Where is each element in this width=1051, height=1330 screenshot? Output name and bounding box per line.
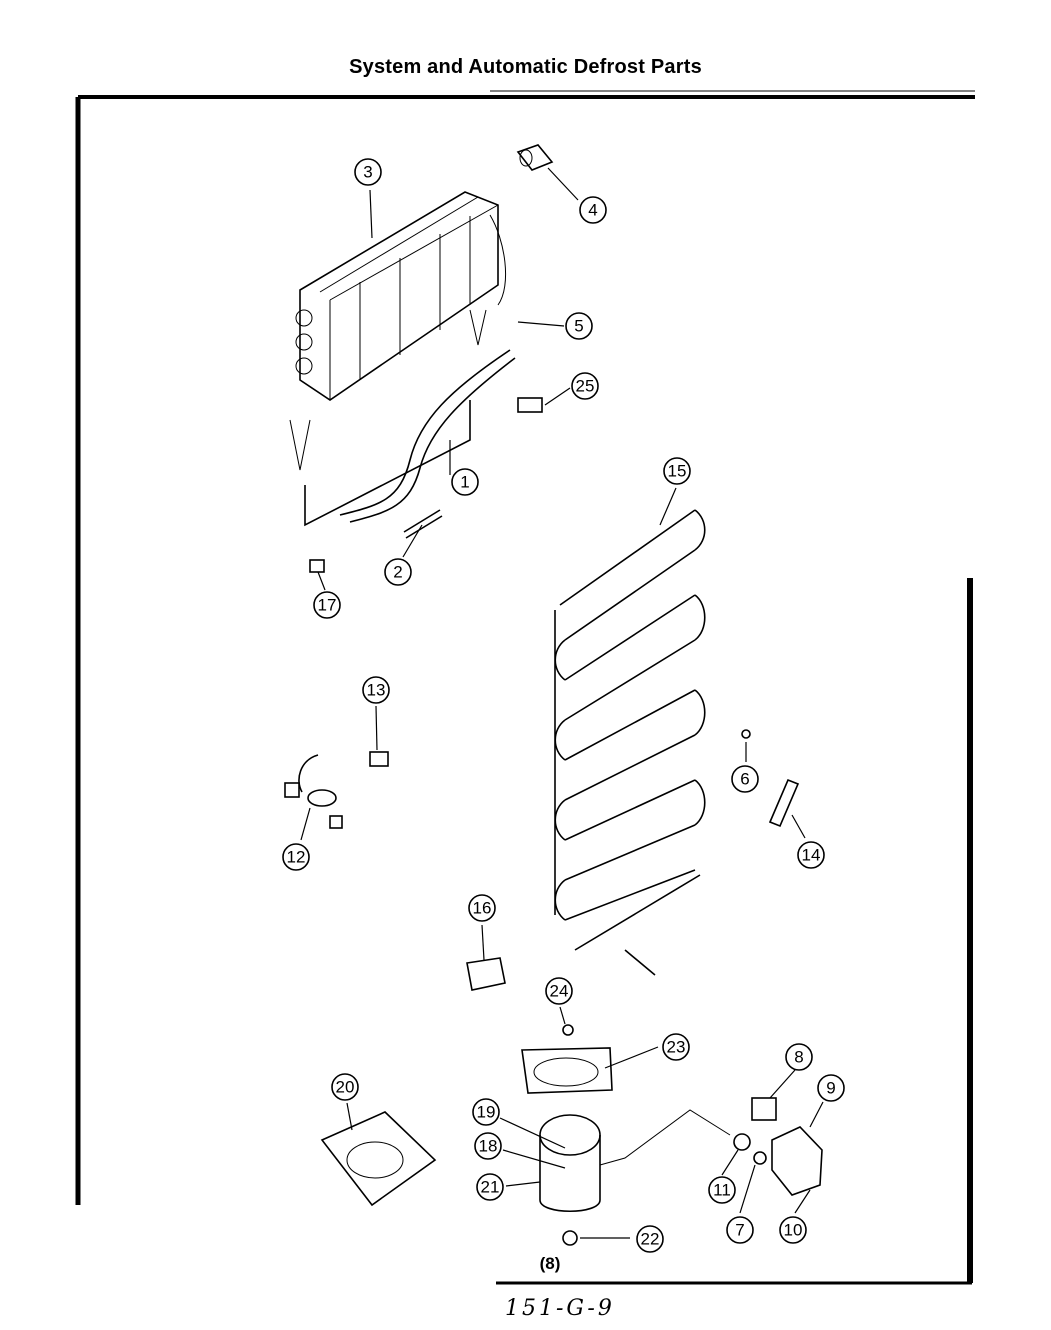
svg-text:1: 1 — [460, 473, 469, 492]
sensor-part — [403, 509, 443, 539]
callout-3: 3 — [354, 158, 382, 186]
retainer-part — [309, 559, 325, 573]
capacitor-part — [771, 1126, 823, 1196]
svg-text:23: 23 — [667, 1038, 686, 1057]
base-plate-part — [320, 1111, 437, 1207]
callout-8: 8 — [785, 1043, 813, 1071]
callout-20: 20 — [331, 1073, 359, 1101]
callout-21: 21 — [476, 1173, 504, 1201]
mounting-foot-part — [562, 1230, 578, 1246]
condenser-coil-part — [554, 509, 706, 976]
svg-text:19: 19 — [477, 1103, 496, 1122]
callout-23: 23 — [662, 1033, 690, 1061]
callout-18: 18 — [474, 1132, 502, 1160]
svg-text:15: 15 — [668, 462, 687, 481]
callout-6: 6 — [731, 765, 759, 793]
svg-text:12: 12 — [287, 848, 306, 867]
compressor-part — [539, 1109, 731, 1213]
defrost-heater-part — [289, 309, 516, 527]
callout-10: 10 — [779, 1216, 807, 1244]
callout-12: 12 — [282, 843, 310, 871]
svg-text:18: 18 — [479, 1137, 498, 1156]
relay-part — [733, 1097, 777, 1165]
svg-text:4: 4 — [588, 201, 597, 220]
evaporator-part — [295, 191, 507, 401]
svg-text:2: 2 — [393, 563, 402, 582]
svg-text:10: 10 — [784, 1221, 803, 1240]
grommet-part — [562, 1024, 574, 1036]
svg-text:3: 3 — [363, 163, 372, 182]
callout-24: 24 — [545, 977, 573, 1005]
document-code: 151-G-9 — [505, 1296, 615, 1321]
thermostat-part — [369, 751, 389, 767]
clip-part — [516, 144, 554, 171]
svg-text:25: 25 — [576, 377, 595, 396]
callout-19: 19 — [472, 1098, 500, 1126]
callout-13: 13 — [362, 676, 390, 704]
svg-text:6: 6 — [740, 770, 749, 789]
svg-text:9: 9 — [826, 1079, 835, 1098]
callout-4: 4 — [579, 196, 607, 224]
callout-11: 11 — [708, 1176, 736, 1204]
callout-14: 14 — [797, 841, 825, 869]
harness-part — [284, 754, 343, 829]
svg-text:11: 11 — [713, 1181, 731, 1200]
svg-text:8: 8 — [794, 1048, 803, 1067]
svg-text:16: 16 — [473, 899, 492, 918]
dryer-part — [768, 778, 800, 828]
callout-1: 1 — [451, 468, 479, 496]
svg-text:20: 20 — [336, 1078, 355, 1097]
page-number: (8) — [539, 1254, 561, 1273]
callout-22: 22 — [636, 1225, 664, 1253]
svg-text:5: 5 — [574, 317, 583, 336]
page-title: System and Automatic Defrost Parts — [349, 56, 702, 78]
callout-17: 17 — [313, 591, 341, 619]
connector-part — [517, 397, 543, 413]
svg-text:24: 24 — [550, 982, 569, 1001]
diagram-frame — [75, 90, 975, 1285]
callout-7: 7 — [726, 1216, 754, 1244]
callout-5: 5 — [565, 312, 593, 340]
svg-text:22: 22 — [641, 1230, 660, 1249]
screw-part — [741, 729, 751, 739]
svg-text:13: 13 — [367, 681, 386, 700]
svg-text:7: 7 — [735, 1221, 744, 1240]
callout-25: 25 — [571, 372, 599, 400]
callout-9: 9 — [817, 1074, 845, 1102]
leader-lines — [300, 167, 824, 1239]
svg-text:14: 14 — [802, 846, 821, 865]
callout-15: 15 — [663, 457, 691, 485]
bracket-part — [466, 957, 506, 991]
callout-2: 2 — [384, 558, 412, 586]
drain-pan-part — [521, 1047, 613, 1094]
svg-text:17: 17 — [318, 596, 337, 615]
svg-text:21: 21 — [481, 1178, 500, 1197]
callout-16: 16 — [468, 894, 496, 922]
